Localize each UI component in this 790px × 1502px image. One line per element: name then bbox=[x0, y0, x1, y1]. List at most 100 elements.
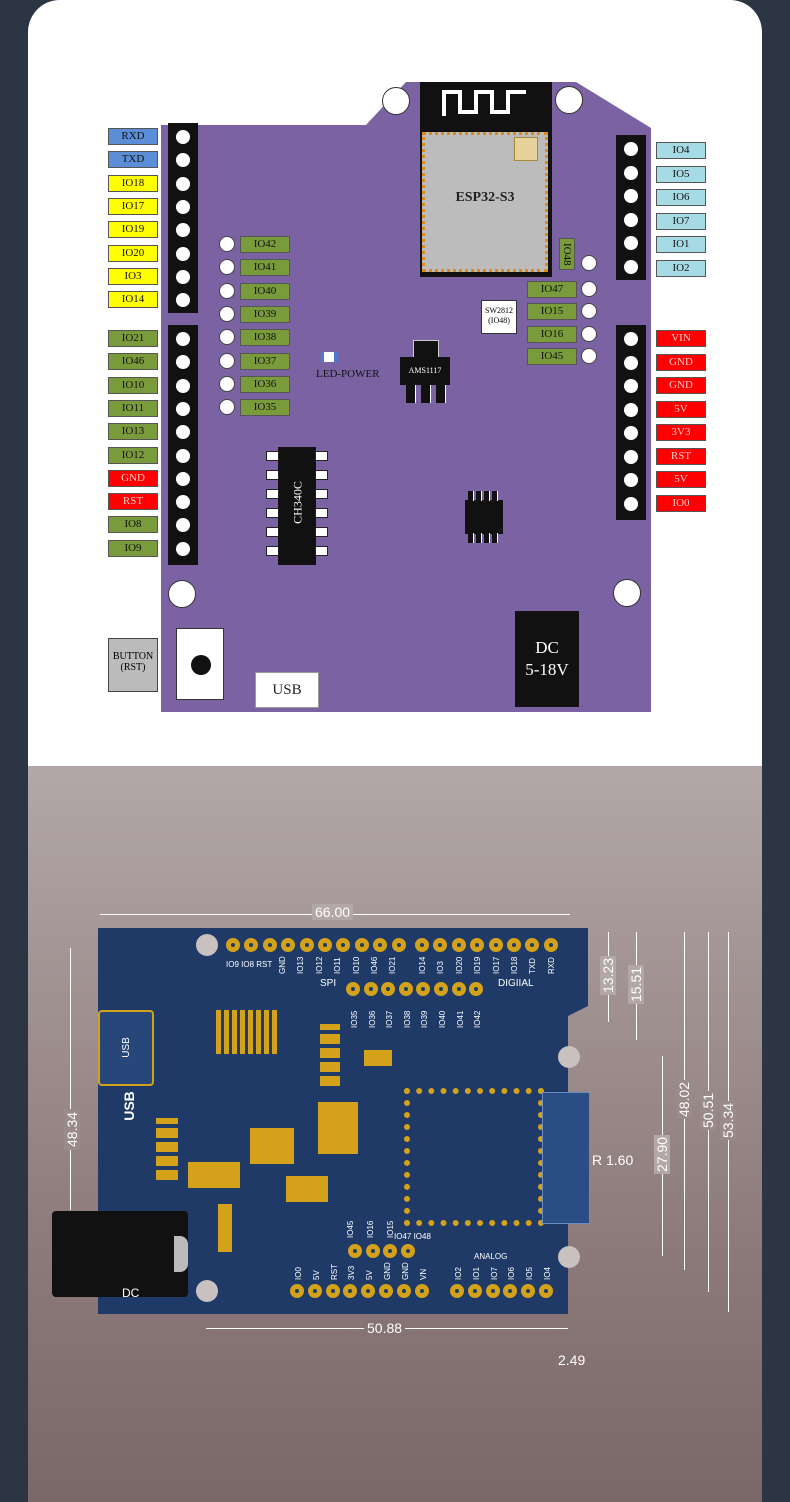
inner-label-io41: IO41 bbox=[240, 259, 290, 277]
pcb-pad bbox=[325, 1284, 340, 1298]
right-label-rst: RST bbox=[656, 447, 706, 465]
right-label-io6: IO6 bbox=[656, 189, 706, 206]
inner-label-io35: IO35 bbox=[240, 399, 290, 417]
inner-pin-io38 bbox=[219, 329, 235, 346]
dim-right-value: 27.90 bbox=[654, 1134, 670, 1174]
header-hole bbox=[176, 130, 190, 144]
dim-right-value: 13.23 bbox=[600, 955, 616, 995]
header-hole bbox=[624, 189, 638, 203]
inner-pin-io41 bbox=[219, 259, 235, 276]
pcb-pad bbox=[488, 938, 503, 952]
usb-port: USB bbox=[255, 672, 319, 708]
silk-top-pin: IO11 bbox=[333, 957, 343, 974]
pcb-pad bbox=[433, 938, 448, 952]
chip-leg bbox=[315, 508, 328, 518]
silk-top-right-pin: IO19 bbox=[473, 956, 483, 974]
pcb-pad bbox=[290, 1284, 304, 1298]
chip-u3 bbox=[318, 1102, 358, 1154]
sw2812-sub: (IO48) bbox=[488, 316, 510, 325]
silk-top-right-pin: TXD bbox=[528, 958, 538, 974]
silk-top-pin: IO10 bbox=[351, 956, 361, 974]
mount-hole-3 bbox=[168, 580, 196, 608]
silk-power-pin: 5V bbox=[311, 1270, 321, 1280]
silk-analog-pin: IO5 bbox=[525, 1267, 535, 1280]
antenna-area bbox=[542, 1092, 590, 1224]
silk-mid-pin: IO35 bbox=[350, 1010, 359, 1028]
silk-spi: SPI bbox=[320, 978, 337, 989]
dim-bottom: 50.88 bbox=[364, 1320, 406, 1336]
esp-footprint bbox=[404, 1088, 544, 1226]
usb-connector-photo bbox=[98, 1010, 154, 1086]
inner-pin-io35 bbox=[219, 399, 235, 416]
left-header-top bbox=[168, 123, 198, 313]
header-hole bbox=[176, 199, 190, 214]
silk-mid-pin: IO41 bbox=[455, 1010, 465, 1028]
pcb-pad bbox=[318, 938, 332, 952]
small-chip-legs-bottom bbox=[468, 533, 500, 543]
io48-pin bbox=[581, 255, 597, 271]
left-label-io46: IO46 bbox=[108, 353, 158, 371]
silk-top-left: IO9 IO8 RST bbox=[226, 960, 273, 969]
chip-leg bbox=[315, 489, 328, 499]
dim-right-value: 50.51 bbox=[700, 1090, 716, 1130]
header-hole bbox=[176, 401, 190, 416]
inner-label-io40: IO40 bbox=[240, 282, 290, 300]
right-label-gnd: GND bbox=[656, 377, 706, 394]
pcb-hole-1 bbox=[196, 934, 218, 956]
left-label-io13: IO13 bbox=[108, 423, 158, 441]
pcb-pad bbox=[539, 1284, 553, 1298]
pcb-pad bbox=[469, 982, 484, 996]
silk-power-pin: GND bbox=[383, 1262, 392, 1280]
pcb-pad bbox=[336, 938, 351, 952]
pcb-pad bbox=[450, 1284, 464, 1298]
dim-line-left bbox=[70, 948, 71, 1210]
silk-top-right-pin: IO18 bbox=[510, 956, 519, 974]
pcb-pad bbox=[281, 938, 296, 952]
small-chip-legs-top bbox=[468, 491, 500, 501]
dim-right-value: 48.02 bbox=[676, 1079, 692, 1119]
cap-6 bbox=[188, 1162, 240, 1188]
regulator-chip bbox=[400, 357, 450, 385]
radius-label: R 1.60 bbox=[592, 1152, 634, 1168]
right-label-5v: 5V bbox=[656, 400, 706, 418]
pcb-pad bbox=[398, 982, 413, 996]
reset-button-knob[interactable] bbox=[191, 655, 211, 675]
silk-analog: ANALOG bbox=[474, 1252, 508, 1261]
reset-button[interactable] bbox=[176, 628, 224, 700]
pcb-pad bbox=[244, 938, 259, 952]
pcb-pad bbox=[363, 982, 378, 996]
silk-top-pin: IO46 bbox=[370, 956, 379, 974]
silk-usb-big: USB bbox=[120, 1091, 137, 1121]
silk-power-pin: 3V3 bbox=[347, 1265, 357, 1280]
dc-jack-photo-tip bbox=[174, 1236, 188, 1272]
pcb-pad bbox=[543, 938, 558, 952]
header-hole bbox=[624, 332, 638, 346]
chip-leg bbox=[315, 546, 328, 556]
pcb-pad bbox=[379, 1284, 393, 1298]
power-led-icon bbox=[321, 352, 337, 362]
usb-chip-label: CH340C bbox=[290, 481, 305, 524]
button-sub: (RST) bbox=[120, 662, 146, 673]
left-label-io20: IO20 bbox=[108, 244, 158, 262]
header-hole bbox=[176, 495, 190, 510]
left-label-io17: IO17 bbox=[108, 197, 158, 215]
silk-mid-pin: IO37 bbox=[385, 1010, 395, 1028]
inner-pin-io36 bbox=[219, 375, 235, 392]
inner-label-io16: IO16 bbox=[527, 325, 577, 343]
silk-dc: DC bbox=[122, 1286, 140, 1300]
header-hole bbox=[176, 518, 190, 533]
silk-top-pin: GND bbox=[278, 956, 287, 974]
pcb-pad bbox=[467, 1284, 482, 1298]
header-hole bbox=[624, 355, 638, 370]
header-hole bbox=[176, 378, 190, 393]
inner-pin-io40 bbox=[219, 282, 235, 299]
silk-io-pin: IO45 bbox=[346, 1220, 355, 1238]
antenna-trace-icon bbox=[442, 90, 526, 116]
pcb-pad bbox=[361, 1284, 376, 1298]
cap-1 bbox=[286, 1176, 328, 1202]
pcb-pad bbox=[381, 982, 396, 996]
sw2812-led: SW2812 (IO48) bbox=[481, 300, 517, 334]
dim-right-value: 53.34 bbox=[720, 1100, 736, 1140]
